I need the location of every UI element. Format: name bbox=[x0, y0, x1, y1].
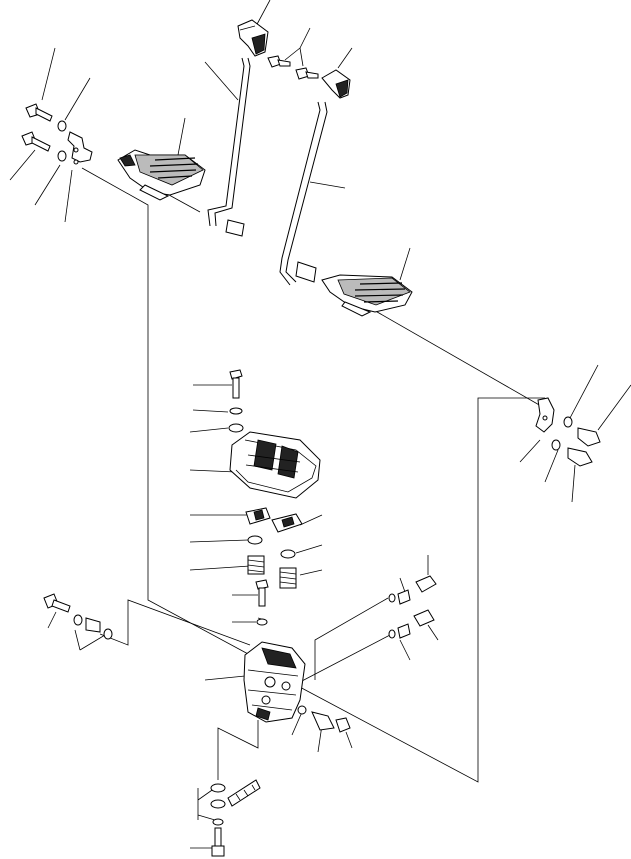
top-bolts-icon bbox=[267, 55, 319, 80]
right-bracket-icon bbox=[535, 397, 555, 433]
leader-lines bbox=[9, 0, 631, 849]
right-rod-icon bbox=[279, 101, 328, 286]
cover-icon bbox=[229, 431, 321, 499]
left-rod-icon bbox=[207, 57, 251, 237]
right-pedal-icon bbox=[321, 274, 413, 317]
valve-icon bbox=[243, 641, 306, 723]
right-lever-head-icon bbox=[321, 69, 351, 99]
center-bolt-icon bbox=[228, 369, 244, 433]
springs-icon bbox=[247, 535, 297, 589]
side-bolts-icon bbox=[43, 593, 113, 640]
fitting-icon bbox=[388, 575, 437, 639]
left-pedal-icon bbox=[117, 149, 206, 201]
right-bolts-icon bbox=[551, 416, 601, 467]
valve-bolt-icon bbox=[255, 579, 269, 626]
left-bracket-icon bbox=[67, 131, 93, 165]
left-bolts-icon bbox=[21, 103, 67, 162]
bottom-hardware-icon bbox=[210, 779, 261, 857]
left-lever-head-icon bbox=[237, 19, 269, 57]
joint-icon bbox=[297, 705, 351, 733]
valve-plates-icon bbox=[245, 507, 303, 533]
